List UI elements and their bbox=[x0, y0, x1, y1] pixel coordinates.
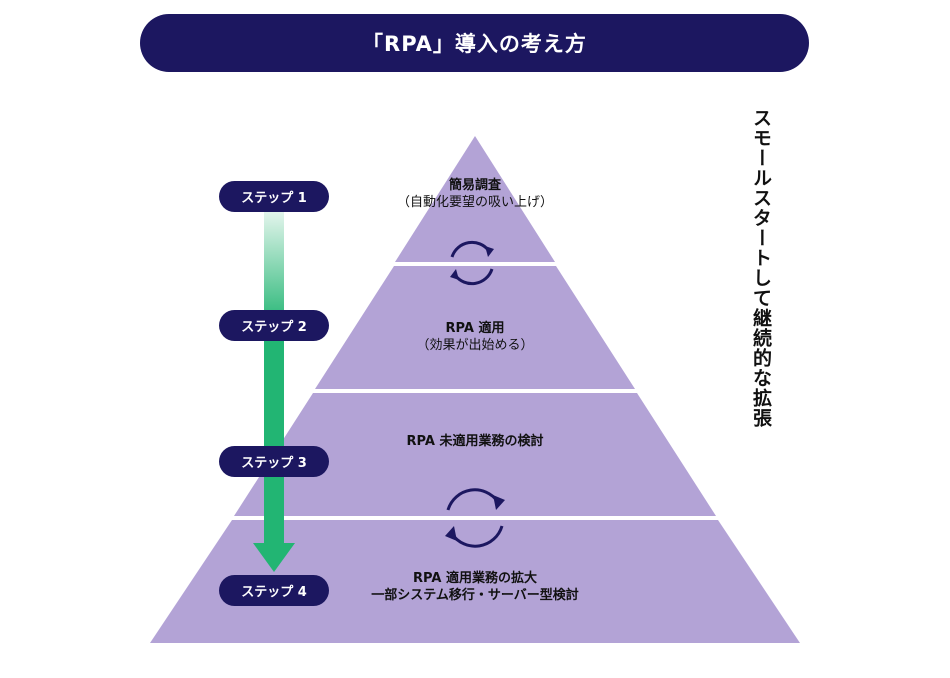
tier-2-subtitle: （効果が出始める） bbox=[416, 338, 534, 353]
step-1-badge: ステップ 1 bbox=[219, 181, 329, 212]
tier-3-title: RPA 未適用業務の検討 bbox=[406, 434, 544, 449]
step-2-badge: ステップ 2 bbox=[219, 310, 329, 341]
pyramid-tier-2 bbox=[315, 266, 635, 389]
tier-4-text: RPA 適用業務の拡大 一部システム移行・サーバー型検討 bbox=[320, 570, 630, 604]
step-3-badge: ステップ 3 bbox=[219, 446, 329, 477]
tier-4-title: RPA 適用業務の拡大 bbox=[413, 571, 537, 586]
title-banner: 「RPA」導入の考え方 bbox=[140, 14, 809, 72]
tier-3-text: RPA 未適用業務の検討 bbox=[355, 433, 595, 450]
tier-1-subtitle: （自動化要望の吸い上げ） bbox=[396, 195, 553, 210]
pyramid-tier-1 bbox=[395, 136, 555, 262]
tier-2-title: RPA 適用 bbox=[445, 321, 505, 336]
page-title: 「RPA」導入の考え方 bbox=[362, 32, 587, 56]
step-4-label: ステップ 4 bbox=[241, 585, 307, 600]
progress-down-arrow bbox=[253, 210, 295, 572]
tier-1-title: 簡易調査 bbox=[448, 178, 501, 193]
cycle-arrows-icon bbox=[445, 488, 505, 548]
pyramid-tier-4 bbox=[150, 520, 800, 643]
step-4-badge: ステップ 4 bbox=[219, 575, 329, 606]
cycle-arrows-icon bbox=[450, 240, 494, 286]
step-2-label: ステップ 2 bbox=[241, 320, 307, 335]
tier-4-subtitle: 一部システム移行・サーバー型検討 bbox=[371, 588, 579, 603]
pyramid-tier-3 bbox=[234, 393, 716, 516]
tier-2-text: RPA 適用 （効果が出始める） bbox=[375, 320, 575, 354]
step-3-label: ステップ 3 bbox=[241, 456, 307, 471]
side-label: スモールスタートして継続的な拡張 bbox=[750, 108, 772, 428]
step-1-label: ステップ 1 bbox=[241, 191, 307, 206]
tier-1-text: 簡易調査 （自動化要望の吸い上げ） bbox=[375, 177, 575, 211]
